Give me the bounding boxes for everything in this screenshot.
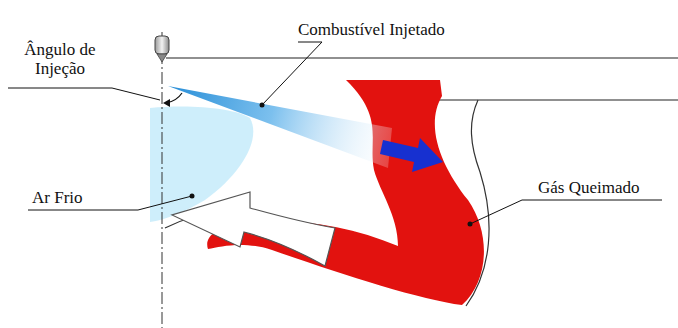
cylinder-head-line bbox=[166, 57, 678, 58]
leader-line bbox=[262, 42, 322, 105]
piston-bowl bbox=[466, 100, 489, 306]
part-label: Gás Queimado bbox=[538, 178, 640, 197]
angle-arrowhead bbox=[163, 99, 170, 107]
leader-line bbox=[8, 88, 160, 100]
leader-dot bbox=[468, 222, 473, 227]
leader-dot bbox=[190, 194, 195, 199]
injector-nozzle bbox=[157, 54, 167, 62]
center-line bbox=[162, 32, 163, 328]
leader-dot bbox=[260, 103, 265, 108]
injector bbox=[155, 36, 169, 54]
swirl-arrow bbox=[172, 192, 335, 266]
fuel-spray bbox=[168, 86, 392, 168]
part-label: Combustível Injetado bbox=[298, 20, 445, 39]
part-label: Ar Frio bbox=[32, 188, 83, 207]
leader-line bbox=[470, 200, 662, 224]
spray-arrow bbox=[380, 138, 443, 172]
piston-top-line bbox=[420, 99, 678, 100]
part-label: Ângulo de Injeção bbox=[4, 40, 116, 78]
